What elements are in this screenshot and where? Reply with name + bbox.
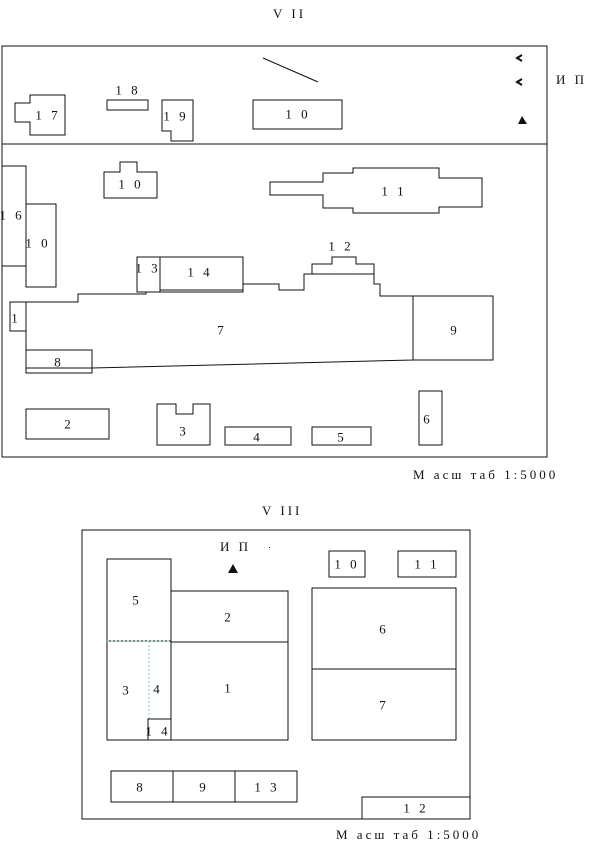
label-13: 1 3 [135, 260, 161, 276]
label-viii-1: 1 [224, 680, 234, 696]
label-10-b: 1 0 [25, 235, 51, 251]
building-8 [25, 349, 93, 374]
label-viii-14: 1 4 [145, 723, 171, 739]
label-10-top: 1 0 [285, 106, 311, 122]
building-9 [412, 295, 494, 361]
building-viii-11 [397, 550, 457, 578]
label-9: 9 [450, 322, 460, 338]
building-4 [224, 426, 292, 446]
building-18 [106, 99, 149, 111]
plan-vii-diagonal-line [262, 57, 319, 83]
label-14: 1 4 [187, 264, 213, 280]
plan-vii-chevron-icon [515, 54, 523, 62]
building-19 [161, 99, 194, 142]
building-3 [156, 403, 211, 446]
building-10-a [103, 161, 158, 199]
building-viii-14 [147, 718, 172, 741]
label-viii-2: 2 [224, 609, 234, 625]
label-viii-6: 6 [379, 621, 389, 637]
plan-vii-frame [1, 45, 548, 458]
label-1: 1 [11, 310, 21, 326]
building-12 [311, 256, 375, 275]
building-17 [14, 94, 66, 136]
building-2 [25, 408, 110, 440]
building-viii-10 [328, 550, 366, 578]
label-6: 6 [423, 411, 433, 427]
plan-vii-ip-marker-icon [518, 116, 527, 124]
building-viii-1 [170, 641, 289, 741]
label-viii-9: 9 [199, 779, 209, 795]
label-viii-3: 3 [122, 682, 132, 698]
building-14 [159, 256, 244, 291]
label-viii-12: 1 2 [403, 800, 429, 816]
plan-viii-frame [81, 529, 471, 820]
plan-viii-ip-marker-icon [228, 564, 238, 573]
label-8: 8 [54, 354, 64, 370]
label-4: 4 [253, 429, 263, 445]
label-17: 1 7 [35, 107, 61, 123]
label-19: 1 9 [163, 108, 189, 124]
label-10-a: 1 0 [118, 176, 144, 192]
plan-viii-ip-legend: И П [220, 539, 252, 554]
plan-vii-ip-legend: И П [556, 72, 588, 87]
label-viii-7: 7 [379, 697, 389, 713]
label-3: 3 [179, 423, 189, 439]
label-11: 1 1 [381, 183, 407, 199]
label-viii-5: 5 [132, 592, 142, 608]
building-viii-12 [361, 796, 471, 820]
label-16: 1 6 [0, 207, 25, 223]
building-7 [25, 273, 414, 369]
plan-vii-title: V II [273, 6, 307, 21]
label-viii-13: 1 3 [254, 779, 280, 795]
building-5 [311, 426, 372, 446]
label-2: 2 [64, 416, 74, 432]
plan-vii-scale: М асш таб 1:5000 [413, 467, 559, 482]
building-10-top [252, 99, 343, 130]
plan-vii-chevron-icon-2 [515, 78, 523, 86]
building-6 [418, 390, 443, 446]
label-18: 1 8 [115, 82, 141, 98]
label-viii-4: 4 [153, 681, 163, 697]
label-viii-10: 1 0 [334, 556, 360, 572]
label-7: 7 [217, 322, 227, 338]
building-viii-7 [311, 668, 457, 741]
building-11 [269, 167, 483, 214]
label-viii-8: 8 [136, 779, 146, 795]
label-12: 1 2 [328, 238, 354, 254]
plan-viii-scale: М асш таб 1:5000 [336, 827, 482, 842]
plan-viii-title: V III [262, 503, 303, 518]
label-5: 5 [337, 429, 347, 445]
building-viii-13 [234, 770, 298, 803]
label-viii-11: 1 1 [414, 556, 440, 572]
building-10-b [25, 203, 57, 288]
